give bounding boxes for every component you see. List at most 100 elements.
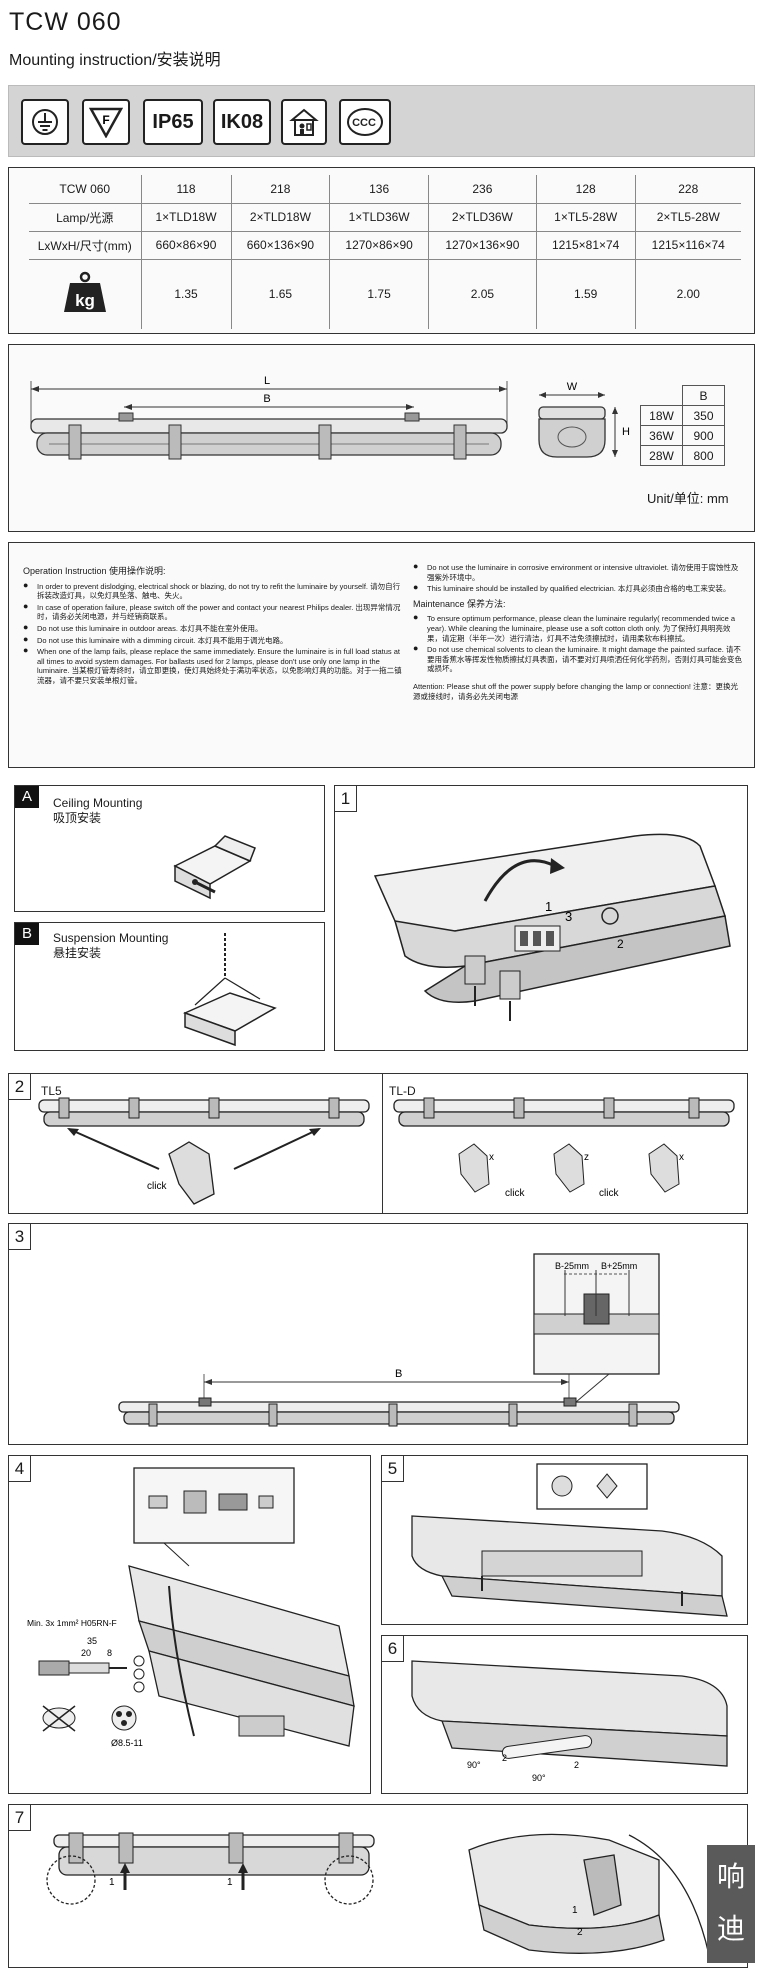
code-cell: 118 — [140, 175, 232, 204]
size-cell: 1215×81×74 — [535, 231, 636, 260]
indoor-use-icon — [281, 99, 327, 145]
b-value: 350 — [682, 405, 725, 426]
b-span-label: B — [395, 1368, 402, 1380]
step-number: 7 — [9, 1805, 31, 1831]
code-cell: 236 — [427, 175, 537, 204]
page-title: TCW 060 — [9, 8, 122, 36]
step-number: 5 — [382, 1456, 404, 1482]
callout-2: 2 — [617, 937, 624, 951]
code-cell: 218 — [230, 175, 330, 204]
size-cell: 1270×136×90 — [427, 231, 537, 260]
ceiling-mounting-panel: A Ceiling Mounting 吸顶安装 — [14, 785, 325, 912]
lamp-cell: 1×TLD36W — [329, 203, 429, 232]
operation-heading: Operation Instruction 使用操作说明: — [23, 566, 166, 576]
size-cell: 1215×116×74 — [634, 231, 741, 260]
step-2-panel: 2 TL5 TL-D click x z x click click — [8, 1073, 748, 1214]
dim-label-h: H — [622, 426, 630, 438]
step-1-panel: 1 1 3 2 — [334, 785, 748, 1051]
step-6-panel: 6 90° 90° 2 2 — [381, 1635, 748, 1794]
f-mark-label: F — [102, 113, 109, 127]
step-5-panel: 5 — [381, 1455, 748, 1625]
dim-label-w: W — [567, 381, 578, 393]
ip65-icon: IP65 — [143, 99, 203, 145]
b-value: 900 — [682, 425, 725, 446]
cable-spec-label: Min. 3x 1mm² H05RN-F — [27, 1618, 117, 1628]
maintenance-item: To ensure optimum performance, please cl… — [413, 613, 743, 643]
diameter-label: Ø8.5-11 — [111, 1738, 143, 1748]
suspension-bracket-drawing — [182, 933, 277, 1047]
b-watt: 36W — [640, 425, 683, 446]
watermark-line-2: 迪 — [716, 1913, 745, 1944]
step-letter-b: B — [15, 923, 39, 945]
deg-90-label: 90° — [467, 1760, 481, 1770]
click-label: click — [505, 1188, 525, 1199]
luminaire-dimension-drawing: L B W H — [30, 375, 630, 460]
operation-item: In case of operation failure, please swi… — [23, 602, 403, 622]
tl5-label: TL5 — [41, 1084, 62, 1098]
svg-text:3: 3 — [565, 909, 572, 924]
weight-cell: 2.05 — [427, 259, 537, 329]
lamp-cell: 1×TL5-28W — [535, 203, 636, 232]
ik08-icon: IK08 — [213, 99, 271, 145]
model-label: TCW 060 — [29, 175, 141, 204]
step-number: 1 — [335, 786, 357, 812]
operation-item: Do not use this luminaire in outdoor are… — [23, 623, 403, 634]
step-7-drawing: 1 1 1 2 — [46, 1832, 710, 1956]
z-label: z — [584, 1152, 589, 1163]
spec-table: TCW 060 118 218 136 236 128 228 Lamp/光源 … — [29, 175, 741, 329]
page-subtitle: Mounting instruction/安装说明 — [9, 52, 221, 69]
lamp-cell: 2×TLD36W — [427, 203, 537, 232]
operation-item: In order to prevent dislodging, electric… — [23, 581, 403, 601]
deg-90-label: 90° — [532, 1773, 546, 1783]
b-plus-label: B+25mm — [601, 1261, 637, 1271]
lamp-cell: 2×TLD18W — [230, 203, 330, 232]
size-cell: 1270×86×90 — [329, 231, 429, 260]
svg-text:2: 2 — [574, 1760, 579, 1770]
svg-text:x: x — [679, 1152, 684, 1163]
ceiling-bracket-drawing — [173, 835, 256, 900]
svg-text:1: 1 — [227, 1877, 233, 1888]
size-label: LxWxH/尺寸(mm) — [29, 231, 141, 260]
suspension-mounting-title-cn: 悬挂安装 — [53, 946, 102, 960]
svg-text:2: 2 — [502, 1753, 507, 1763]
maintenance-item: Do not use chemical solvents to clean th… — [413, 644, 743, 674]
click-label: click — [147, 1181, 167, 1192]
weight-icon: kg — [29, 259, 141, 329]
operation-item: Do not use this luminaire with a dimming… — [23, 635, 403, 646]
step-7-panel: 7 1 1 1 2 — [8, 1804, 748, 1968]
step-5-drawing — [411, 1463, 728, 1617]
maintenance-heading: Maintenance 保养方法: — [413, 598, 506, 609]
weight-cell: 1.75 — [329, 259, 429, 329]
step-letter-a: A — [15, 786, 39, 808]
lamp-cell: 2×TL5-28W — [634, 203, 741, 232]
code-cell: 128 — [535, 175, 636, 204]
dim-20-label: 20 — [81, 1648, 91, 1658]
size-cell: 660×86×90 — [140, 231, 232, 260]
b-minus-label: B-25mm — [555, 1261, 589, 1271]
svg-text:1: 1 — [572, 1905, 578, 1916]
step-number: 6 — [382, 1636, 404, 1662]
ceiling-mounting-title: Ceiling Mounting — [53, 796, 143, 810]
f-mark-icon: F — [82, 99, 130, 145]
code-cell: 228 — [634, 175, 741, 204]
watermark-badge: 响 迪 — [707, 1845, 755, 1963]
callout-1: 1 — [545, 899, 552, 914]
weight-cell: 1.59 — [535, 259, 636, 329]
dim-8-label: 8 — [107, 1648, 112, 1658]
earth-symbol-icon — [21, 99, 69, 145]
svg-text:2: 2 — [577, 1927, 583, 1938]
step-1-drawing: 1 3 2 — [373, 833, 731, 1021]
dim-label-l: L — [264, 375, 270, 387]
b-value: 800 — [682, 445, 725, 466]
step-3-drawing: B-25mm B+25mm B — [118, 1253, 680, 1427]
tld-label: TL-D — [389, 1084, 416, 1098]
step-number: 4 — [9, 1456, 31, 1482]
dimension-panel: L B W H Unit/单位: mm — [8, 344, 755, 532]
operation-item: When one of the lamp fails, please repla… — [23, 646, 403, 685]
weight-cell: 1.35 — [140, 259, 232, 329]
step-number: 2 — [9, 1074, 31, 1100]
lamp-label: Lamp/光源 — [29, 203, 141, 232]
unit-label: Unit/单位: mm — [647, 491, 729, 506]
step-6-drawing: 90° 90° 2 2 — [411, 1660, 728, 1783]
ccc-mark-icon: CCC — [339, 99, 391, 145]
